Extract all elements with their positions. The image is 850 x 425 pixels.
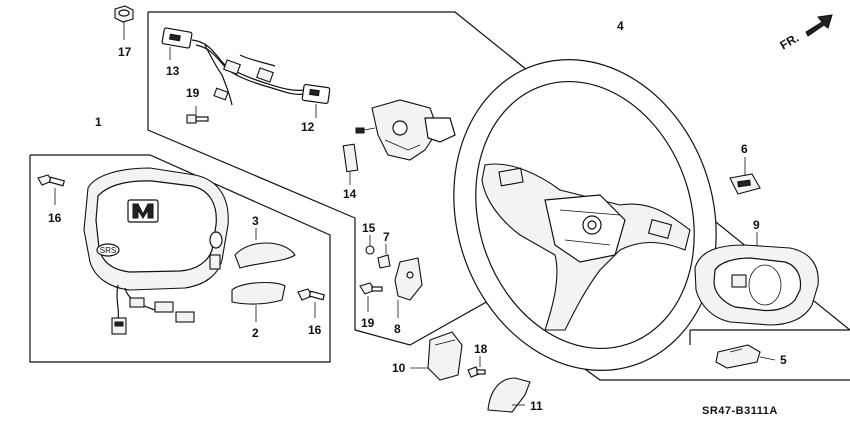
callout-1: 1 (95, 115, 102, 129)
nut-part-17 (114, 5, 134, 40)
callout-5: 5 (780, 353, 787, 367)
callout-18: 18 (474, 342, 488, 356)
callout-2: 2 (252, 326, 259, 340)
callout-14: 14 (343, 187, 357, 201)
callout-11: 11 (530, 399, 543, 413)
airbag-module-part-1: SRS (83, 167, 229, 335)
bolt-part-19-upper (186, 106, 209, 124)
callout-8: 8 (394, 322, 401, 336)
callout-19-upper: 19 (186, 86, 200, 100)
connector-part-12 (301, 83, 331, 118)
drawing-code: SR47-B3111A (702, 405, 778, 417)
callout-16-right: 16 (308, 323, 322, 337)
callout-12: 12 (301, 120, 315, 134)
trim-part-5 (715, 344, 776, 369)
lower-cover-part-11 (487, 377, 531, 413)
rear-cover-part-9 (694, 232, 819, 326)
steering-wheel-part-4 (453, 59, 717, 371)
front-direction-indicator: FR. (777, 14, 833, 53)
front-arrow-icon (805, 14, 833, 37)
callout-9: 9 (753, 218, 760, 232)
callout-10: 10 (392, 361, 406, 375)
callout-13: 13 (166, 64, 180, 78)
bolt-part-16-left (37, 174, 66, 205)
cable-reel-assembly (355, 99, 456, 161)
screw-part-15 (365, 235, 375, 255)
callout-6: 6 (741, 142, 748, 156)
switch-part-6 (729, 157, 761, 195)
cover-part-2 (231, 281, 286, 322)
bracket-part-8 (394, 257, 423, 318)
cover-part-3 (234, 228, 296, 269)
wire-harness-part-13 (161, 27, 306, 106)
callout-labels: 1 2 3 4 5 6 7 8 9 10 11 12 13 14 15 16 1… (48, 19, 787, 413)
airbag-logo-text: SRS (100, 246, 116, 255)
callout-7: 7 (383, 230, 390, 244)
callout-15: 15 (362, 221, 376, 235)
callout-16-left: 16 (48, 211, 62, 225)
lower-cover-part-10 (410, 331, 463, 381)
tape-part-14 (342, 143, 359, 185)
fr-label: FR. (777, 31, 801, 53)
callout-19-lower: 19 (361, 316, 375, 330)
callout-4: 4 (617, 19, 624, 33)
callout-3: 3 (252, 214, 259, 228)
screw-part-18 (467, 356, 486, 378)
group-outlines (29, 11, 850, 381)
clip-part-7 (377, 244, 391, 269)
bolt-part-16-right (297, 288, 326, 318)
bolt-part-19-lower (359, 282, 383, 312)
callout-17: 17 (118, 45, 132, 59)
